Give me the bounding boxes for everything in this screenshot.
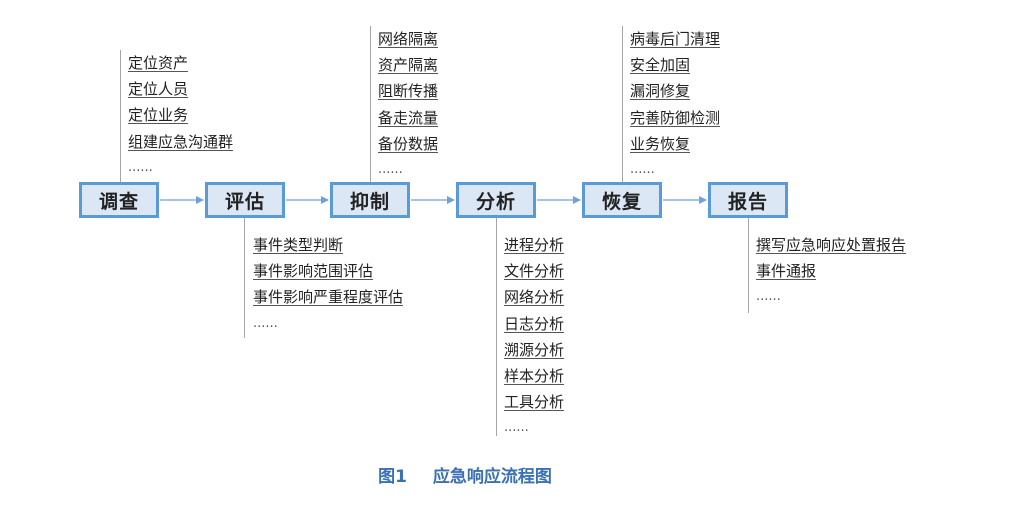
survey-item-list: 定位资产定位人员定位业务组建应急沟通群...... bbox=[128, 50, 233, 181]
stage-label: 评估 bbox=[224, 190, 265, 213]
analyze-connector-line bbox=[496, 218, 497, 436]
stage-label: 调查 bbox=[98, 190, 139, 213]
suppress-connector-line bbox=[370, 26, 371, 182]
list-item: 事件影响严重程度评估 bbox=[253, 288, 404, 307]
recover-connector-line bbox=[622, 26, 623, 182]
list-item: 日志分析 bbox=[504, 314, 565, 333]
list-item: 网络分析 bbox=[504, 288, 565, 307]
stage-label: 报告 bbox=[727, 190, 768, 213]
list-item: 备走流量 bbox=[378, 108, 439, 127]
stage-recover-box: 恢复 bbox=[582, 182, 662, 218]
list-item: 溯源分析 bbox=[504, 340, 565, 359]
recover-item-list: 病毒后门清理安全加固漏洞修复完善防御检测业务恢复...... bbox=[630, 26, 720, 183]
list-item: 事件类型判断 bbox=[253, 236, 344, 254]
stage-label: 分析 bbox=[475, 190, 516, 213]
stage-report-box: 报告 bbox=[708, 182, 788, 218]
figure-number: 图1 bbox=[378, 467, 407, 487]
list-item: 撰写应急响应处置报告 bbox=[756, 236, 907, 254]
stage-survey-box: 调查 bbox=[79, 182, 159, 218]
report-connector-line bbox=[748, 218, 749, 313]
assess-item-list: 事件类型判断事件影响范围评估事件影响严重程度评估...... bbox=[253, 232, 403, 337]
list-item: 文件分析 bbox=[504, 262, 565, 281]
list-item: 病毒后门清理 bbox=[630, 30, 721, 48]
list-item: 完善防御检测 bbox=[630, 108, 721, 127]
assess-connector-line bbox=[244, 218, 245, 338]
list-item: 进程分析 bbox=[504, 236, 565, 254]
list-item: 资产隔离 bbox=[378, 56, 439, 75]
item-ellipsis: ...... bbox=[756, 289, 781, 305]
suppress-item-list: 网络隔离资产隔离阻断传播备走流量备份数据...... bbox=[378, 26, 438, 183]
stage-label: 抑制 bbox=[349, 190, 390, 213]
list-item: 网络隔离 bbox=[378, 30, 439, 48]
analyze-item-list: 进程分析文件分析网络分析日志分析溯源分析样本分析工具分析...... bbox=[504, 232, 564, 442]
list-item: 漏洞修复 bbox=[630, 82, 691, 101]
stage-assess-box: 评估 bbox=[205, 182, 285, 218]
item-ellipsis: ...... bbox=[378, 161, 403, 177]
list-item: 组建应急沟通群 bbox=[128, 132, 234, 151]
list-item: 样本分析 bbox=[504, 366, 565, 385]
item-ellipsis: ...... bbox=[253, 315, 278, 331]
list-item: 定位人员 bbox=[128, 80, 189, 99]
list-item: 事件影响范围评估 bbox=[253, 262, 374, 281]
list-item: 业务恢复 bbox=[630, 134, 691, 153]
list-item: 安全加固 bbox=[630, 56, 691, 75]
item-ellipsis: ...... bbox=[630, 161, 655, 177]
list-item: 备份数据 bbox=[378, 134, 439, 153]
list-item: 阻断传播 bbox=[378, 82, 439, 101]
survey-connector-line bbox=[120, 50, 121, 182]
list-item: 工具分析 bbox=[504, 393, 565, 412]
stage-analyze-box: 分析 bbox=[456, 182, 536, 218]
list-item: 定位业务 bbox=[128, 106, 189, 125]
item-ellipsis: ...... bbox=[128, 159, 153, 175]
list-item: 定位资产 bbox=[128, 54, 189, 72]
item-ellipsis: ...... bbox=[504, 420, 529, 436]
figure-caption: 图1 应急响应流程图 bbox=[0, 462, 930, 487]
stage-suppress-box: 抑制 bbox=[330, 182, 410, 218]
report-item-list: 撰写应急响应处置报告事件通报...... bbox=[756, 232, 906, 311]
stage-label: 恢复 bbox=[601, 190, 642, 213]
list-item: 事件通报 bbox=[756, 262, 817, 281]
figure-title: 应急响应流程图 bbox=[432, 467, 552, 487]
